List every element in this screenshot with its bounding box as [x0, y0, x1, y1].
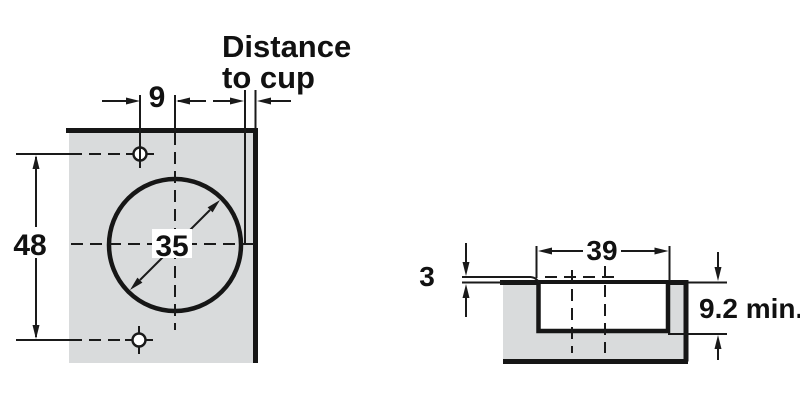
cup-recess — [539, 284, 667, 331]
arrow-up-right-icon — [207, 200, 220, 213]
door-panel-front-edges — [66, 128, 258, 363]
side-view: 3 39 9.2 min. — [419, 235, 800, 364]
front-view: 48 9 35 Distance to cup — [11, 29, 351, 363]
dim-depth: 9.2 min. — [668, 252, 800, 360]
arrow-up-icon — [714, 335, 722, 349]
arrow-down-icon — [714, 267, 722, 281]
flange-reference-lines — [462, 276, 620, 284]
arrow-right-icon — [654, 247, 669, 255]
dim-39-label: 39 — [586, 235, 617, 266]
dim-35-label: 35 — [155, 230, 188, 263]
screw-hole-bottom — [70, 326, 153, 354]
arrow-down-left-icon — [130, 277, 143, 290]
arrow-up-icon — [32, 155, 40, 169]
cup-axis-lines — [571, 266, 606, 353]
dim-flange: 3 — [419, 243, 470, 317]
dim-9-label: 9 — [149, 81, 166, 114]
arrow-down-icon — [32, 325, 40, 339]
cup-recess-outline — [536, 283, 671, 334]
dim-screw-spacing: 48 — [11, 153, 70, 341]
arrow-right-icon — [126, 97, 140, 105]
distance-to-cup-label: Distance to cup — [222, 29, 351, 95]
title-line-2: to cup — [222, 60, 315, 95]
dim-clearance-width: 39 — [535, 235, 671, 281]
arrow-up-icon — [462, 284, 470, 298]
door-panel-section-edges — [500, 280, 689, 364]
arrow-left-icon — [257, 97, 271, 105]
dim-depth-label: 9.2 min. — [699, 293, 800, 324]
dim-top-chain: 9 — [102, 81, 291, 244]
arrow-right-icon — [230, 97, 244, 105]
arrow-down-icon — [462, 262, 470, 276]
title-line-1: Distance — [222, 29, 351, 64]
arrow-left-icon — [176, 97, 190, 105]
dim-cup-diameter: 35 — [130, 200, 220, 290]
dim-48-label: 48 — [13, 229, 46, 262]
arrow-left-icon — [538, 247, 552, 255]
dim-3-label: 3 — [419, 261, 435, 292]
